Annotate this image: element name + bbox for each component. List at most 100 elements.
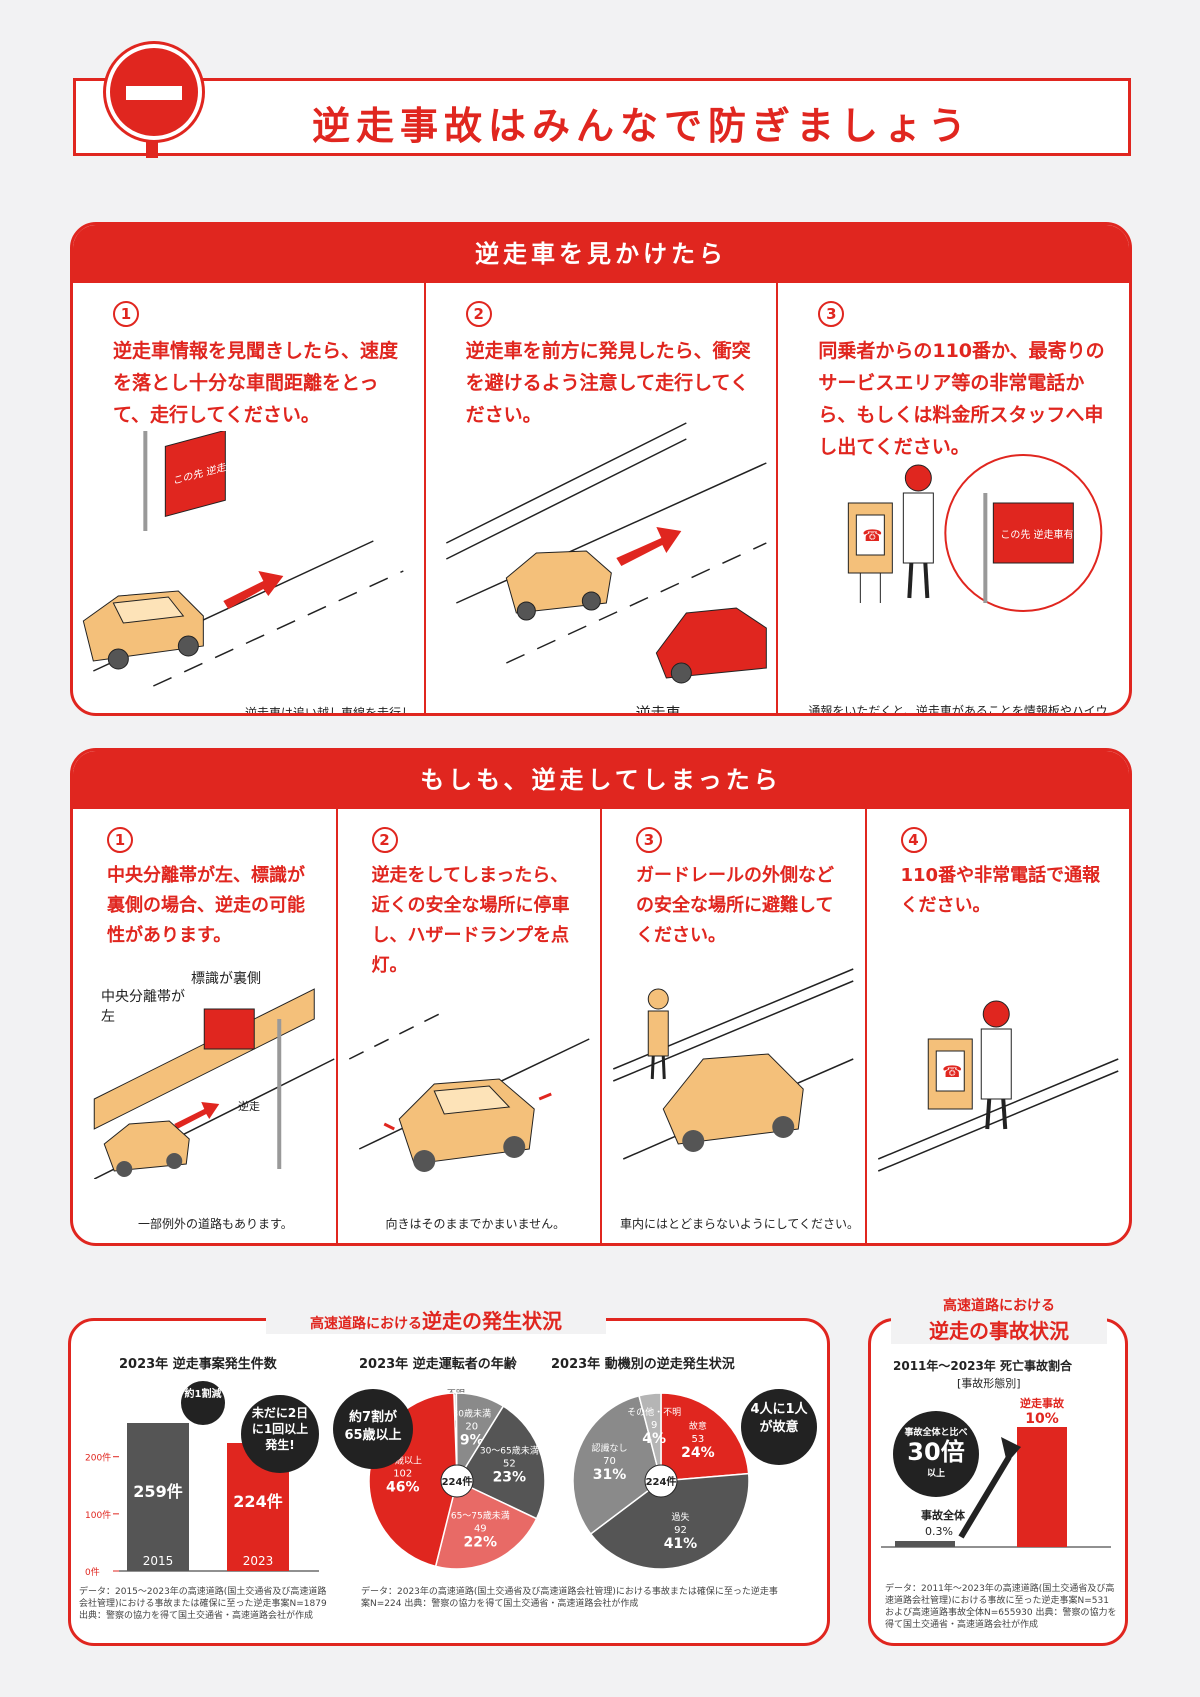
slice-percent: 46%	[386, 1479, 420, 1495]
fatality-chart-title: 2011年～2023年 死亡事故割合	[893, 1359, 1072, 1373]
slice-percent: 41%	[664, 1536, 698, 1552]
bar	[127, 1423, 189, 1571]
hazard-lamp-illustration	[338, 999, 601, 1199]
step-card: 1 逆走車情報を見聞きしたら、速度を落とし十分な車間距離をとって、走行してくださ…	[73, 283, 426, 713]
car-icon	[82, 590, 204, 670]
slice-percent: 4%	[642, 1431, 666, 1447]
slice-count: 102	[393, 1468, 412, 1479]
car-icon	[505, 550, 612, 621]
step-text: 同乗者からの110番か、最寄りのサービスエリア等の非常電話から、もしくは料金所ス…	[818, 340, 1105, 458]
panel-if-you-drive-wrong-way: もしも、逆走してしまったら 1 中央分離帯が左、標識が裏側の場合、逆走の可能性が…	[70, 748, 1132, 1246]
fatality-source-note: データ：2011年～2023年の高速道路(国土交通省及び高速道路会社管理)におけ…	[885, 1584, 1117, 1630]
stats2-title: 高速道路における 逆走の事故状況	[891, 1295, 1107, 1344]
slice-percent: 22%	[464, 1534, 498, 1550]
age-badge: 約7割が65歳以上	[333, 1389, 413, 1469]
frequency-badge: 未だに2日に1回以上発生!	[241, 1395, 319, 1473]
slice-label: 30～65歳未満	[480, 1445, 539, 1457]
step-number: 2	[465, 301, 492, 327]
stopped-car-icon	[383, 1078, 552, 1172]
person-icon	[980, 1000, 1012, 1130]
check-median-illustration	[73, 949, 336, 1179]
title-banner: 逆走事故はみんなで防ぎましょう	[73, 78, 1131, 156]
stats-title-big: 逆走の発生状況	[422, 1309, 562, 1333]
bar-value-label: 0.3%	[925, 1525, 953, 1538]
step-text: 逆走車を前方に発見したら、衝突を避けるよう注意して走行してください。	[465, 340, 751, 426]
vms-sign-text: この先 逆走車有 注意	[1001, 528, 1097, 541]
slow-down-illustration: この先 逆走車有 注意	[73, 431, 424, 691]
stats2-title-small: 高速道路における	[943, 1298, 1055, 1314]
pie-center	[644, 1464, 678, 1498]
report-illustration: ☎ この先 逆走車有 注意	[778, 453, 1129, 693]
step-note: 通報をいただくと、逆走車があることを情報板やハイウェイラジオで直ちにお知らせしま…	[808, 704, 1108, 716]
wrong-way-label: 逆走	[238, 1100, 260, 1113]
slice-label: 65～75歳未満	[451, 1509, 510, 1521]
wrong-way-car-label: 逆走車	[635, 704, 681, 716]
motive-badge: 4人に1人が故意	[741, 1389, 817, 1465]
bar-source-note: データ：2015～2023年の高速道路(国土交通省及び高速道路会社管理)における…	[79, 1587, 327, 1621]
step-number: 4	[900, 827, 927, 853]
step-note: 向きはそのままでかまいません。	[385, 1217, 566, 1231]
slice-count: 1	[453, 1419, 459, 1430]
emergency-call-illustration: ☎	[867, 969, 1130, 1209]
motive-chart-title: 2023年 動機別の逆走発生状況	[551, 1357, 735, 1372]
decrease-badge: 約1割減	[181, 1381, 225, 1425]
panel-heading: もしも、逆走してしまったら	[73, 751, 1129, 809]
fatality-chart-subtitle: [事故形態別]	[957, 1377, 1021, 1390]
slice-label: 過失	[671, 1511, 689, 1523]
pie-slice	[589, 1472, 750, 1570]
step-text: ガードレールの外側などの安全な場所に避難してください。	[636, 865, 834, 946]
step-card: 2 逆走車を前方に発見したら、衝突を避けるよう注意して走行してください。	[426, 283, 779, 713]
bar-label: 事故全体	[921, 1508, 966, 1522]
bar-value-label: 10%	[1025, 1411, 1059, 1427]
pie-slice	[638, 1392, 662, 1482]
slice-percent: 24%	[681, 1445, 715, 1461]
slice-label: 30歳未満	[453, 1407, 491, 1419]
stats2-title-big: 逆走の事故状況	[929, 1319, 1069, 1343]
category-label: 2023	[243, 1554, 274, 1568]
slice-count: 53	[692, 1434, 705, 1445]
pie-slice	[660, 1392, 750, 1482]
person-icon	[903, 464, 935, 599]
step-note: 車内にはとどまらないようにしてください。	[620, 1217, 860, 1231]
y-tick-label: 200件	[85, 1452, 111, 1464]
bar	[1017, 1427, 1067, 1547]
bar-chart-title: 2023年 逆走事案発生件数	[119, 1357, 277, 1372]
step-card: 4 110番や非常電話で通報ください。 ☎	[867, 809, 1130, 1243]
increase-arrow-head	[1001, 1437, 1021, 1463]
stats-title-small: 高速道路における	[310, 1316, 422, 1332]
car-icon	[103, 1120, 190, 1177]
pie-center-label: 224件	[442, 1475, 473, 1488]
slice-label: その他・不明	[627, 1406, 681, 1418]
category-label: 2015	[143, 1554, 174, 1568]
step-number: 2	[371, 827, 398, 853]
stopped-car-icon	[662, 1053, 804, 1152]
slice-percent: 31%	[593, 1467, 627, 1483]
step-card: 3 ガードレールの外側などの安全な場所に避難してください。	[602, 809, 867, 1243]
svg-text:☎: ☎	[863, 526, 883, 545]
ratio-badge-big: 30倍	[907, 1438, 965, 1466]
sign-pole	[146, 140, 158, 158]
ratio-badge-suffix: 以上	[926, 1469, 945, 1479]
pie-center	[440, 1464, 474, 1498]
median-label: 中央分離帯が左	[101, 989, 185, 1025]
bar-label: 逆走事故	[1020, 1397, 1065, 1410]
step-card: 2 逆走をしてしまったら、近くの安全な場所に停車し、ハザードランプを点灯。	[338, 809, 602, 1243]
slice-count: 52	[503, 1459, 516, 1470]
slice-count: 70	[603, 1456, 616, 1467]
y-tick-label: 0件	[85, 1566, 100, 1578]
step-text: 110番や非常電話で通報ください。	[900, 865, 1101, 916]
age-chart-title: 2023年 逆走運転者の年齢	[359, 1357, 517, 1372]
slice-percent: 9%	[460, 1432, 484, 1448]
step-text: 逆走車情報を見聞きしたら、速度を落とし十分な車間距離をとって、走行してください。	[113, 340, 399, 426]
pie-slice	[572, 1394, 662, 1535]
panel-seeing-wrong-way: 逆走車を見かけたら 1 逆走車情報を見聞きしたら、速度を落とし十分な車間距離をと…	[70, 222, 1132, 716]
ratio-badge: 事故全体と比べ 30倍 以上	[893, 1411, 979, 1497]
step-text: 逆走をしてしまったら、近くの安全な場所に停車し、ハザードランプを点灯。	[371, 865, 570, 976]
bar-value-label: 224件	[233, 1492, 282, 1511]
pie-slice	[434, 1479, 538, 1570]
bar	[895, 1541, 955, 1547]
wrong-way-accident-stats: 高速道路における 逆走の事故状況 2011年～2023年 死亡事故割合 [事故形…	[868, 1295, 1128, 1646]
increase-arrow	[958, 1455, 1012, 1539]
emergency-phone-icon: ☎	[927, 1038, 973, 1110]
